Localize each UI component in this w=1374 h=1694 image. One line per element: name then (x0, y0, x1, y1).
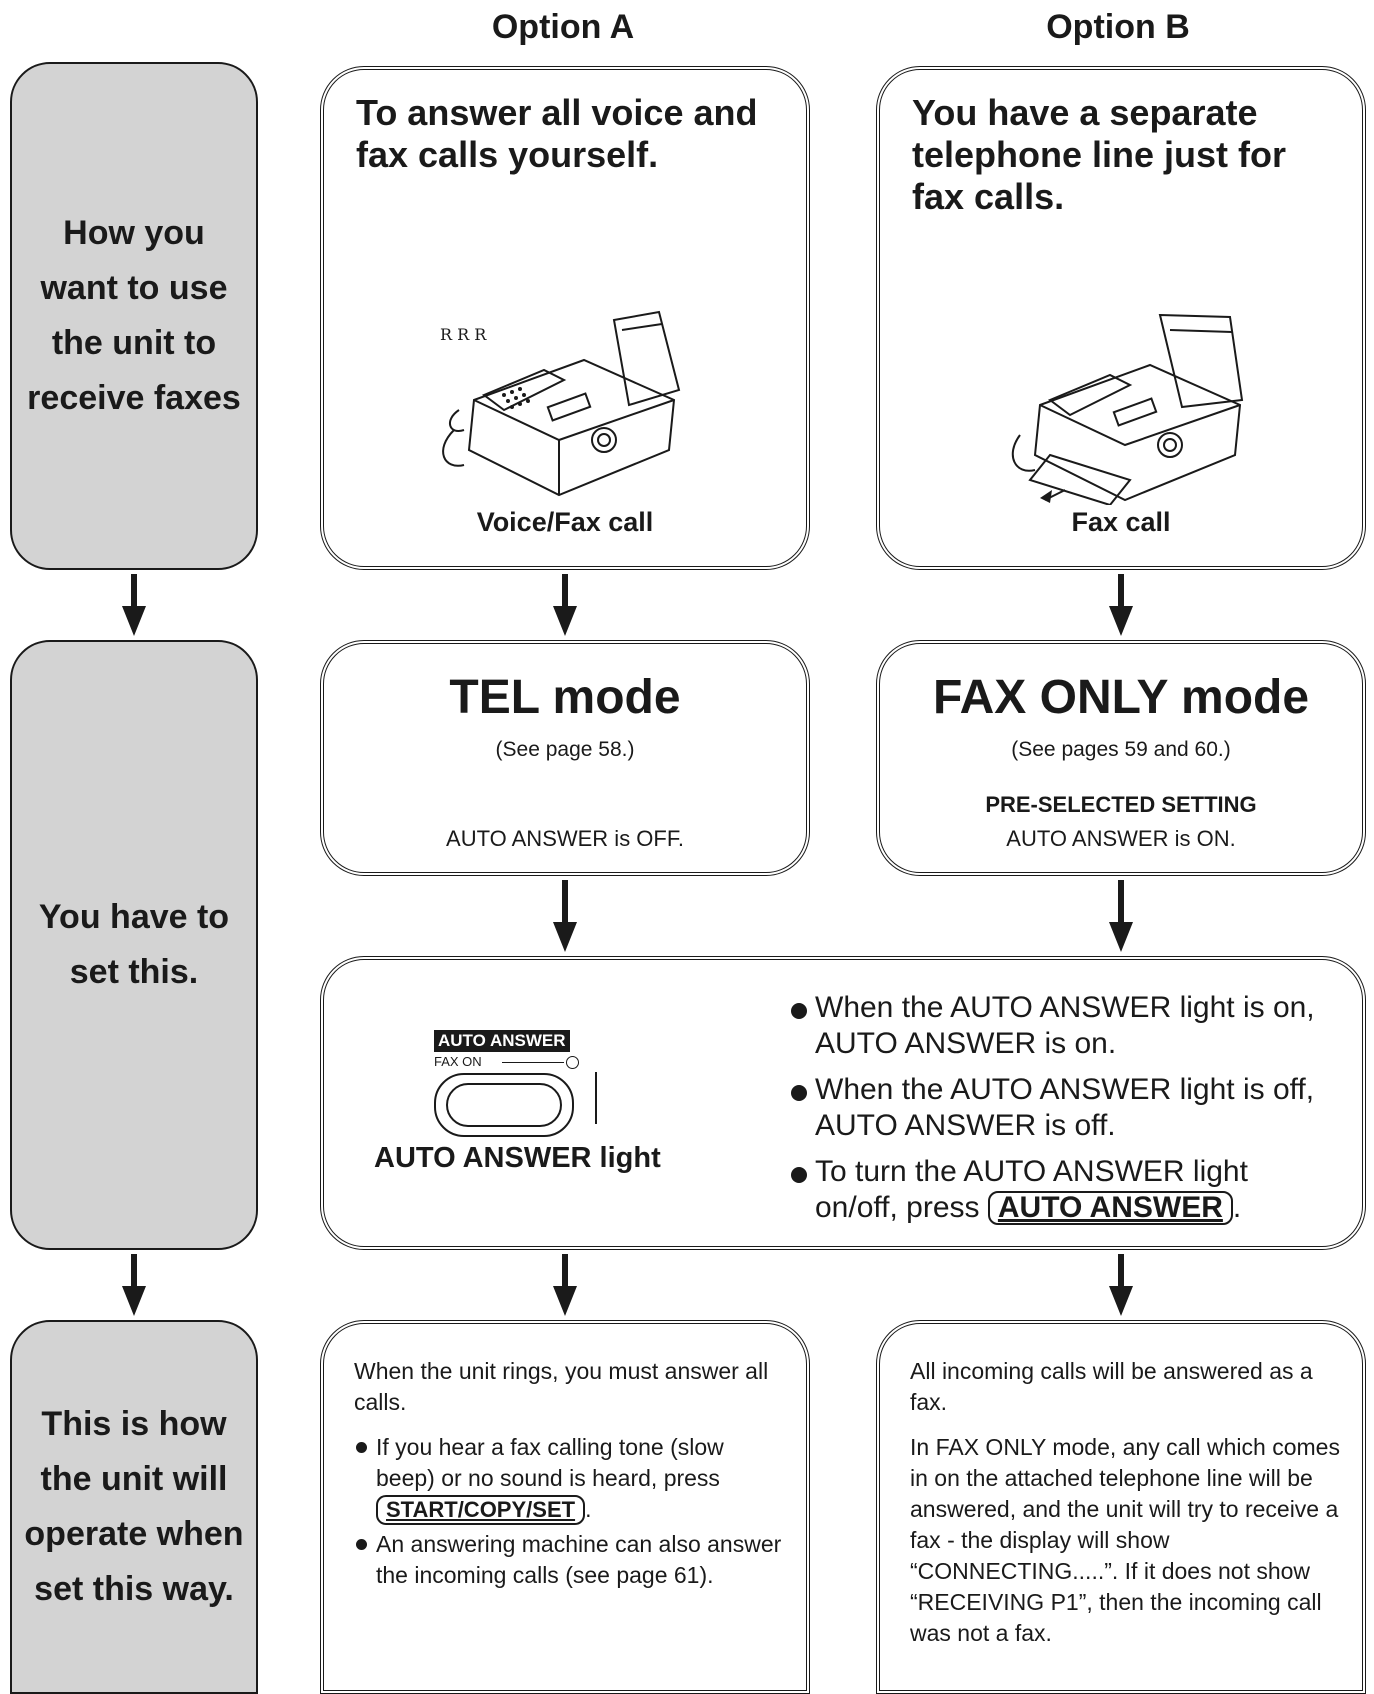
step-usage-line-3: the unit to (51, 324, 217, 362)
option-b-use-case-box: You have a separate telephone line just … (876, 66, 1366, 570)
instruction-light-off: When the AUTO ANSWER light is off, AUTO … (789, 1072, 1319, 1144)
instruction-toggle: To turn the AUTO ANSWER light on/off, pr… (789, 1154, 1319, 1226)
tel-mode-page-ref: (See page 58.) (495, 738, 635, 761)
fax-on-line (502, 1062, 564, 1063)
tel-operation-bullet-answering-machine: An answering machine can also answer the… (354, 1529, 784, 1591)
option-a-use-case-box: To answer all voice and fax calls yourse… (320, 66, 810, 570)
fax-only-mode-auto-answer-state: AUTO ANSWER is ON. (1006, 826, 1236, 851)
side-arrow-1 (122, 574, 146, 636)
tel-mode-operation-box: When the unit rings, you must answer all… (320, 1320, 810, 1694)
led-leader-line (581, 1072, 597, 1124)
fax-only-mode-box: FAX ONLY mode (See pages 59 and 60.) PRE… (876, 640, 1366, 876)
tel-mode-operation-text: When the unit rings, you must answer all… (354, 1356, 784, 1595)
instruction-light-on: When the AUTO ANSWER light is on, AUTO A… (789, 990, 1319, 1062)
option-a-header: Option A (491, 8, 635, 46)
auto-answer-key: AUTO ANSWER (987, 1191, 1233, 1225)
step-operation-line-2: the unit will (40, 1460, 228, 1498)
pre-selected-setting-label: PRE-SELECTED SETTING (985, 792, 1257, 817)
step-usage-label: How you want to use the unit to receive … (10, 62, 258, 570)
step-operation-line-4: set this way. (34, 1570, 234, 1608)
auto-answer-panel-label: AUTO ANSWER (434, 1030, 570, 1052)
auto-answer-led-icon (566, 1056, 579, 1069)
step-setting-line-1: You have to (38, 898, 230, 936)
tel-operation-intro: When the unit rings, you must answer all… (354, 1358, 769, 1415)
step-usage-line-1: How you (63, 214, 205, 252)
auto-answer-button-illustration (434, 1073, 574, 1137)
auto-answer-instructions: When the AUTO ANSWER light is on, AUTO A… (789, 990, 1319, 1236)
fax-only-operation-box: All incoming calls will be answered as a… (876, 1320, 1366, 1694)
step-operation-line-3: operate when (24, 1515, 244, 1553)
auto-answer-panel-box: AUTO ANSWER FAX ON AUTO ANSWER light Whe… (320, 956, 1366, 1250)
tel-mode-title: TEL mode (449, 671, 681, 724)
tel-mode-auto-answer-state: AUTO ANSWER is OFF. (446, 826, 684, 851)
option-a-use-case-caption: Voice/Fax call (476, 507, 654, 537)
option-a-arrow-2 (553, 880, 577, 952)
bullet-icon (791, 1167, 807, 1183)
step-operation-line-1: This is how (41, 1405, 227, 1443)
option-b-use-case-caption: Fax call (1071, 507, 1171, 537)
option-a-arrow-3 (553, 1254, 577, 1316)
step-setting-line-2: set this. (69, 953, 199, 991)
fax-only-operation-detail: In FAX ONLY mode, any call which comes i… (910, 1434, 1340, 1646)
option-b-use-case-title: You have a separate telephone line just … (912, 92, 1287, 217)
tel-mode-box: TEL mode (See page 58.) AUTO ANSWER is O… (320, 640, 810, 876)
option-a-use-case-title: To answer all voice and fax calls yourse… (356, 92, 758, 175)
step-setting-label: You have to set this. (10, 640, 258, 1250)
fax-machine-ringing-illustration: R R R (440, 310, 681, 497)
auto-answer-light-caption: AUTO ANSWER light (374, 1142, 661, 1174)
step-operation-label: This is how the unit will operate when s… (10, 1320, 258, 1694)
start-copy-set-key: START/COPY/SET (376, 1495, 586, 1525)
option-b-arrow-3 (1109, 1254, 1133, 1316)
step-usage-line-4: receive faxes (27, 379, 241, 417)
fax-only-operation-text: All incoming calls will be answered as a… (910, 1356, 1340, 1663)
tel-operation-bullet-fax-tone: If you hear a fax calling tone (slow bee… (354, 1432, 784, 1525)
fax-only-operation-intro: All incoming calls will be answered as a… (910, 1358, 1313, 1415)
fax-on-label: FAX ON (434, 1054, 482, 1069)
ring-letters: R R R (440, 325, 487, 344)
bullet-icon (791, 1003, 807, 1019)
fax-only-mode-title: FAX ONLY mode (932, 671, 1310, 724)
side-arrow-2 (122, 1254, 146, 1316)
fax-machine-receiving-illustration (1011, 313, 1244, 505)
option-b-arrow-1 (1109, 574, 1133, 636)
option-a-arrow-1 (553, 574, 577, 636)
bullet-icon (791, 1085, 807, 1101)
fax-only-mode-page-ref: (See pages 59 and 60.) (1011, 738, 1231, 761)
option-b-header: Option B (1046, 8, 1190, 46)
option-b-arrow-2 (1109, 880, 1133, 952)
step-usage-line-2: want to use (40, 269, 228, 307)
